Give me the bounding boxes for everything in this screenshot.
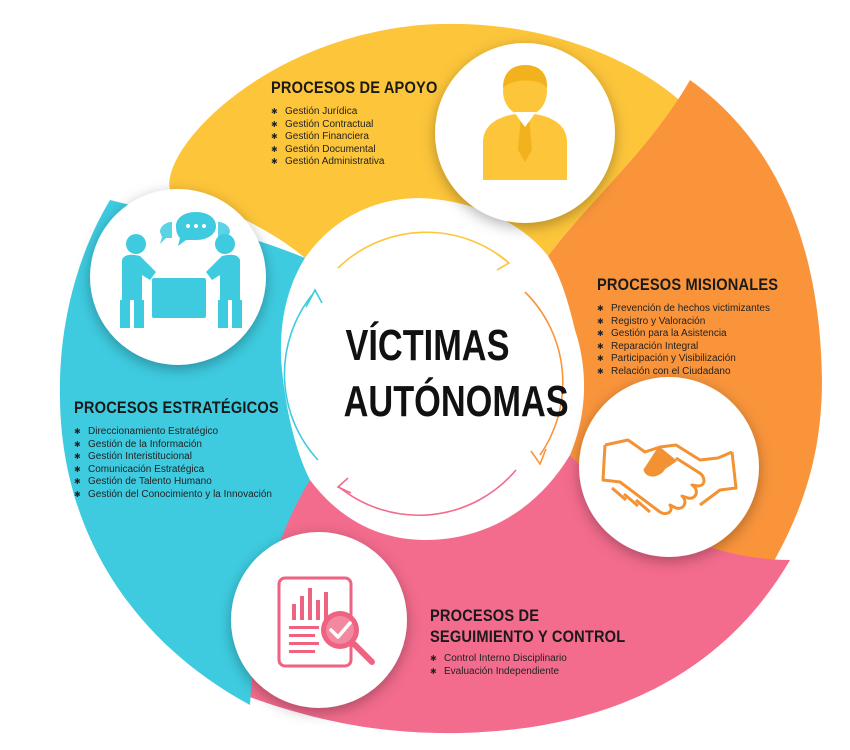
meeting-icon [120, 212, 242, 328]
arrow-head-top [496, 253, 511, 271]
arrow-head-right [530, 448, 547, 466]
icon-circle-seguimiento [231, 532, 407, 708]
list-item: Prevención de hechos victimizantes [597, 303, 808, 316]
list-item: Gestión Contractual [271, 119, 465, 132]
list-item: Gestión del Conocimiento y la Innovación [74, 489, 312, 502]
section-misionales-list: Prevención de hechos victimizantes Regis… [597, 303, 808, 378]
center-title: VÍCTIMAS AUTÓNOMAS [343, 318, 569, 430]
list-item: Reparación Integral [597, 341, 808, 354]
center-title-line1: VÍCTIMAS [345, 321, 510, 370]
section-seguimiento-title-line1: PROCESOS DE [430, 606, 540, 625]
list-item: Gestión de la Información [74, 439, 312, 452]
list-item: Registro y Valoración [597, 316, 808, 329]
center-title-line2: AUTÓNOMAS [343, 377, 569, 426]
list-item: Direccionamiento Estratégico [74, 426, 312, 439]
section-estrategicos: PROCESOS ESTRATÉGICOS Direccionamiento E… [74, 398, 312, 501]
icon-circle-apoyo [435, 43, 615, 223]
section-seguimiento: PROCESOS DE SEGUIMIENTO Y CONTROL Contro… [430, 605, 657, 678]
list-item: Comunicación Estratégica [74, 464, 312, 477]
section-misionales-title: PROCESOS MISIONALES [597, 275, 779, 294]
businessman-icon [483, 65, 567, 180]
section-misionales: PROCESOS MISIONALES Prevención de hechos… [597, 275, 808, 378]
section-apoyo-title: PROCESOS DE APOYO [271, 78, 438, 97]
list-item: Relación con el Ciudadano [597, 366, 808, 379]
center-disc [284, 229, 564, 509]
section-apoyo: PROCESOS DE APOYO Gestión Jurídica Gesti… [271, 78, 465, 169]
section-seguimiento-title: PROCESOS DE SEGUIMIENTO Y CONTROL [430, 605, 625, 647]
list-item: Gestión de Talento Humano [74, 476, 312, 489]
arrow-arc-bottom [338, 469, 517, 517]
list-item: Participación y Visibilización [597, 353, 808, 366]
icon-circle-estrategicos [90, 189, 266, 365]
section-seguimiento-list: Control Interno Disciplinario Evaluación… [430, 653, 657, 678]
section-seguimiento-title-line2: SEGUIMIENTO Y CONTROL [430, 627, 626, 646]
report-check-icon [277, 576, 375, 668]
handshake-icon [601, 438, 738, 516]
list-item: Gestión Interistitucional [74, 451, 312, 464]
list-item: Gestión Jurídica [271, 106, 465, 119]
list-item: Control Interno Disciplinario [430, 653, 657, 666]
icon-circle-misionales [579, 377, 759, 557]
list-item: Gestión para la Asistencia [597, 328, 808, 341]
cycle-arrows [283, 231, 564, 517]
arrow-head-left [305, 288, 323, 308]
section-estrategicos-title: PROCESOS ESTRATÉGICOS [74, 398, 279, 417]
arrow-arc-top [337, 231, 509, 269]
list-item: Gestión Financiera [271, 131, 465, 144]
section-estrategicos-list: Direccionamiento Estratégico Gestión de … [74, 426, 312, 501]
list-item: Gestión Documental [271, 144, 465, 157]
arrow-arc-right [524, 291, 564, 456]
list-item: Gestión Administrativa [271, 156, 465, 169]
arrow-head-bottom [336, 477, 352, 494]
section-apoyo-list: Gestión Jurídica Gestión Contractual Ges… [271, 106, 465, 169]
list-item: Evaluación Independiente [430, 666, 657, 679]
